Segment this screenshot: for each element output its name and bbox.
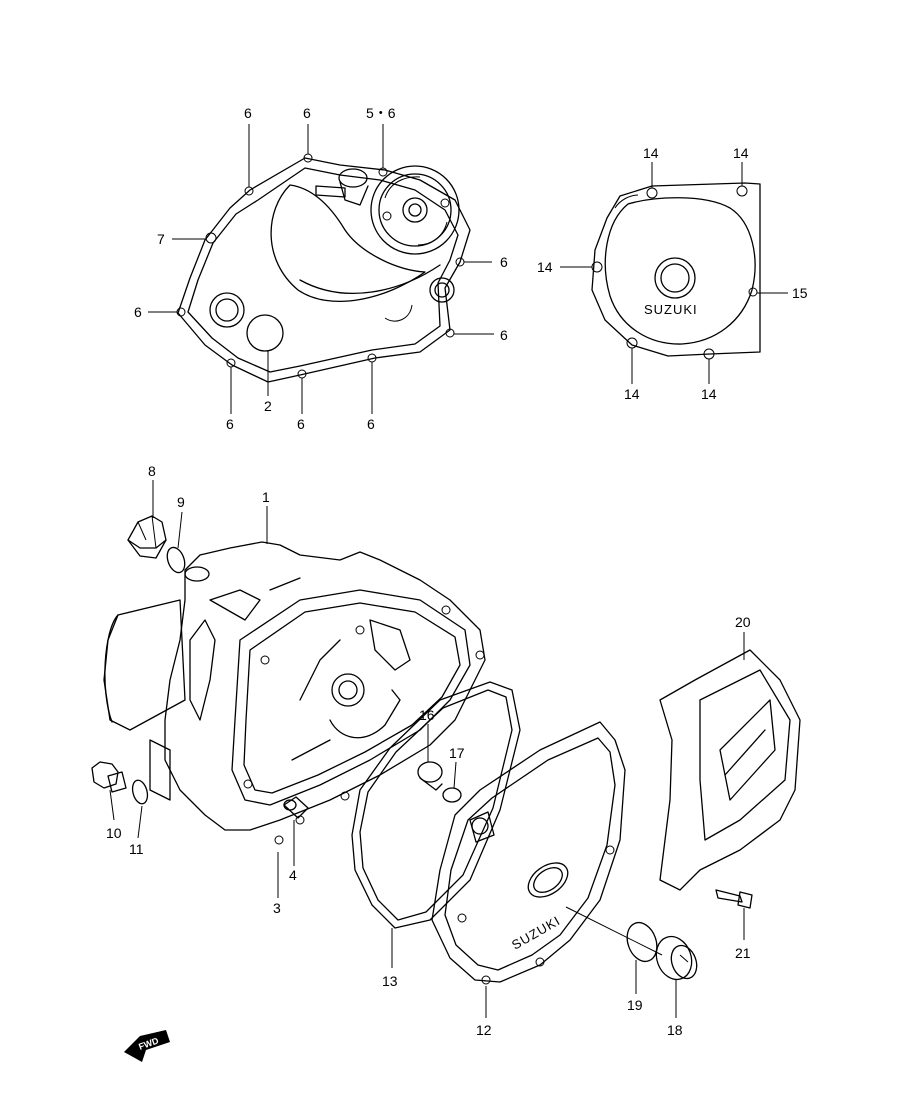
- callout-6-h: 6: [367, 416, 375, 432]
- callout-14-d: 14: [624, 386, 640, 402]
- callout-19: 19: [627, 997, 643, 1013]
- callout-6-b: 6: [303, 105, 311, 121]
- callout-11: 11: [129, 841, 144, 857]
- leader-18-axis: [565, 906, 663, 956]
- callout-8: 8: [148, 463, 156, 479]
- magneto-cover-front-view: SUZUKI: [591, 182, 761, 360]
- callout-4: 4: [289, 867, 297, 883]
- sprocket-cover-20: [659, 649, 801, 891]
- callout-2: 2: [264, 398, 272, 414]
- forward-arrow-icon: FWD: [124, 1030, 170, 1062]
- inspection-plug-18: [655, 935, 698, 981]
- o-ring-9: [166, 546, 186, 574]
- callout-18: 18: [667, 1022, 683, 1038]
- callout-10: 10: [106, 825, 122, 841]
- callout-3: 3: [273, 900, 281, 916]
- callout-1: 1: [262, 489, 270, 505]
- washer-11: [131, 779, 149, 805]
- callout-12: 12: [476, 1022, 492, 1038]
- callout-13: 13: [382, 973, 398, 989]
- callout-17: 17: [449, 745, 465, 761]
- callout-6-f: 6: [226, 416, 234, 432]
- o-ring-19: [626, 921, 658, 963]
- crankcase-cover: [103, 541, 486, 845]
- leaders-top-right: [560, 162, 788, 384]
- leaders-top-left: [148, 124, 494, 414]
- bolt-21: [715, 889, 753, 909]
- callout-14-e: 14: [701, 386, 717, 402]
- drain-bolt-10: [91, 761, 127, 793]
- leaders-bottom: [109, 480, 745, 1018]
- oil-filler-plug: [127, 515, 167, 559]
- callout-6-g: 6: [297, 416, 305, 432]
- plug-16: [417, 761, 443, 791]
- callout-6-c: 6: [500, 254, 508, 270]
- o-ring-17: [442, 787, 462, 803]
- callout-21: 21: [735, 945, 751, 961]
- callout-16: 16: [419, 707, 435, 723]
- callout-6-a: 6: [244, 105, 252, 121]
- callout-6-e: 6: [500, 327, 508, 343]
- callout-15: 15: [792, 285, 808, 301]
- callout-9: 9: [177, 494, 185, 510]
- callout-5-6: 5・6: [366, 105, 396, 121]
- dowel-pin-4: [283, 796, 309, 819]
- callout-14-b: 14: [733, 145, 749, 161]
- callout-14-a: 14: [643, 145, 659, 161]
- callout-6-d: 6: [134, 304, 142, 320]
- callout-7: 7: [157, 231, 165, 247]
- brand-logo-top: SUZUKI: [644, 302, 698, 317]
- magneto-cover-12: SUZUKI: [431, 721, 626, 985]
- brand-logo-bottom: SUZUKI: [509, 913, 563, 953]
- callout-14-c: 14: [537, 259, 553, 275]
- clutch-cover-gasket-outline: [176, 153, 471, 383]
- callout-20: 20: [735, 614, 751, 630]
